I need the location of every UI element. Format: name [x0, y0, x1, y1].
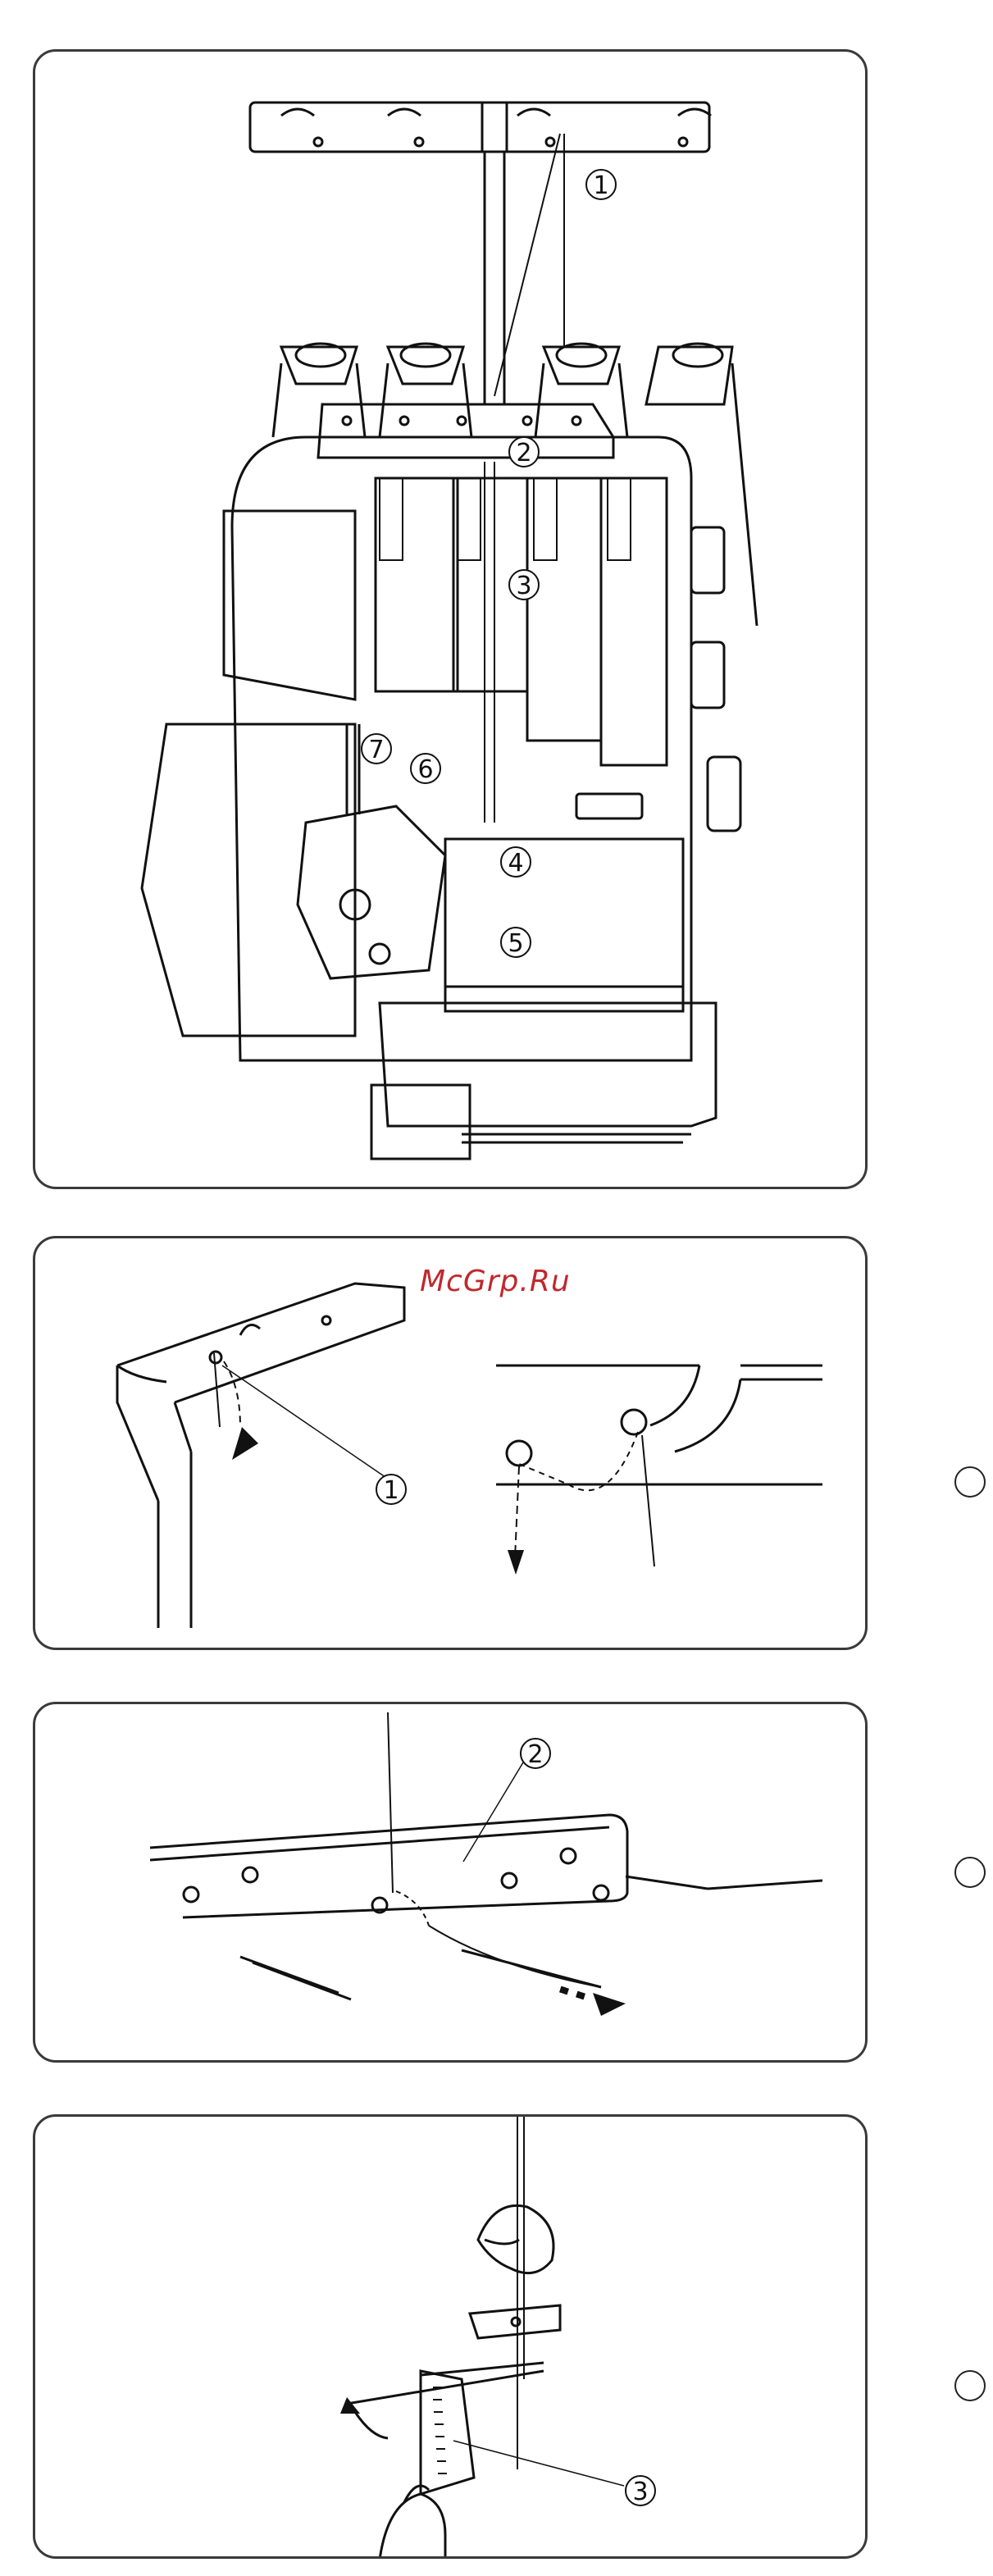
callout-7: 7 — [368, 736, 384, 764]
tension-dial-illustration: 3 — [35, 2117, 868, 2559]
machine-overview-panel: 1 2 3 4 5 6 7 — [33, 49, 868, 1189]
callout-3: 3 — [516, 572, 531, 600]
callout-5: 5 — [508, 929, 523, 958]
callout-2: 2 — [516, 439, 531, 467]
step-marker-circle — [954, 1857, 986, 1888]
callout-3: 3 — [632, 2478, 648, 2506]
callout-4: 4 — [508, 849, 523, 878]
step-marker-circle — [954, 1466, 986, 1498]
callout-2: 2 — [527, 1740, 543, 1769]
watermark: McGrp.Ru — [420, 1265, 571, 1298]
step-marker-circle — [954, 2370, 986, 2401]
callout-1: 1 — [593, 171, 608, 200]
callout-1: 1 — [383, 1476, 399, 1505]
machine-illustration: 1 2 3 4 5 6 7 — [35, 52, 868, 1189]
step2-tension-plate-panel: 2 — [33, 1702, 868, 2063]
callout-6: 6 — [417, 755, 433, 784]
step3-tension-dial-panel: 3 — [33, 2114, 868, 2559]
tension-plate-illustration: 2 — [35, 1704, 868, 2063]
thread-guide-illustration: 1 — [35, 1238, 868, 1650]
